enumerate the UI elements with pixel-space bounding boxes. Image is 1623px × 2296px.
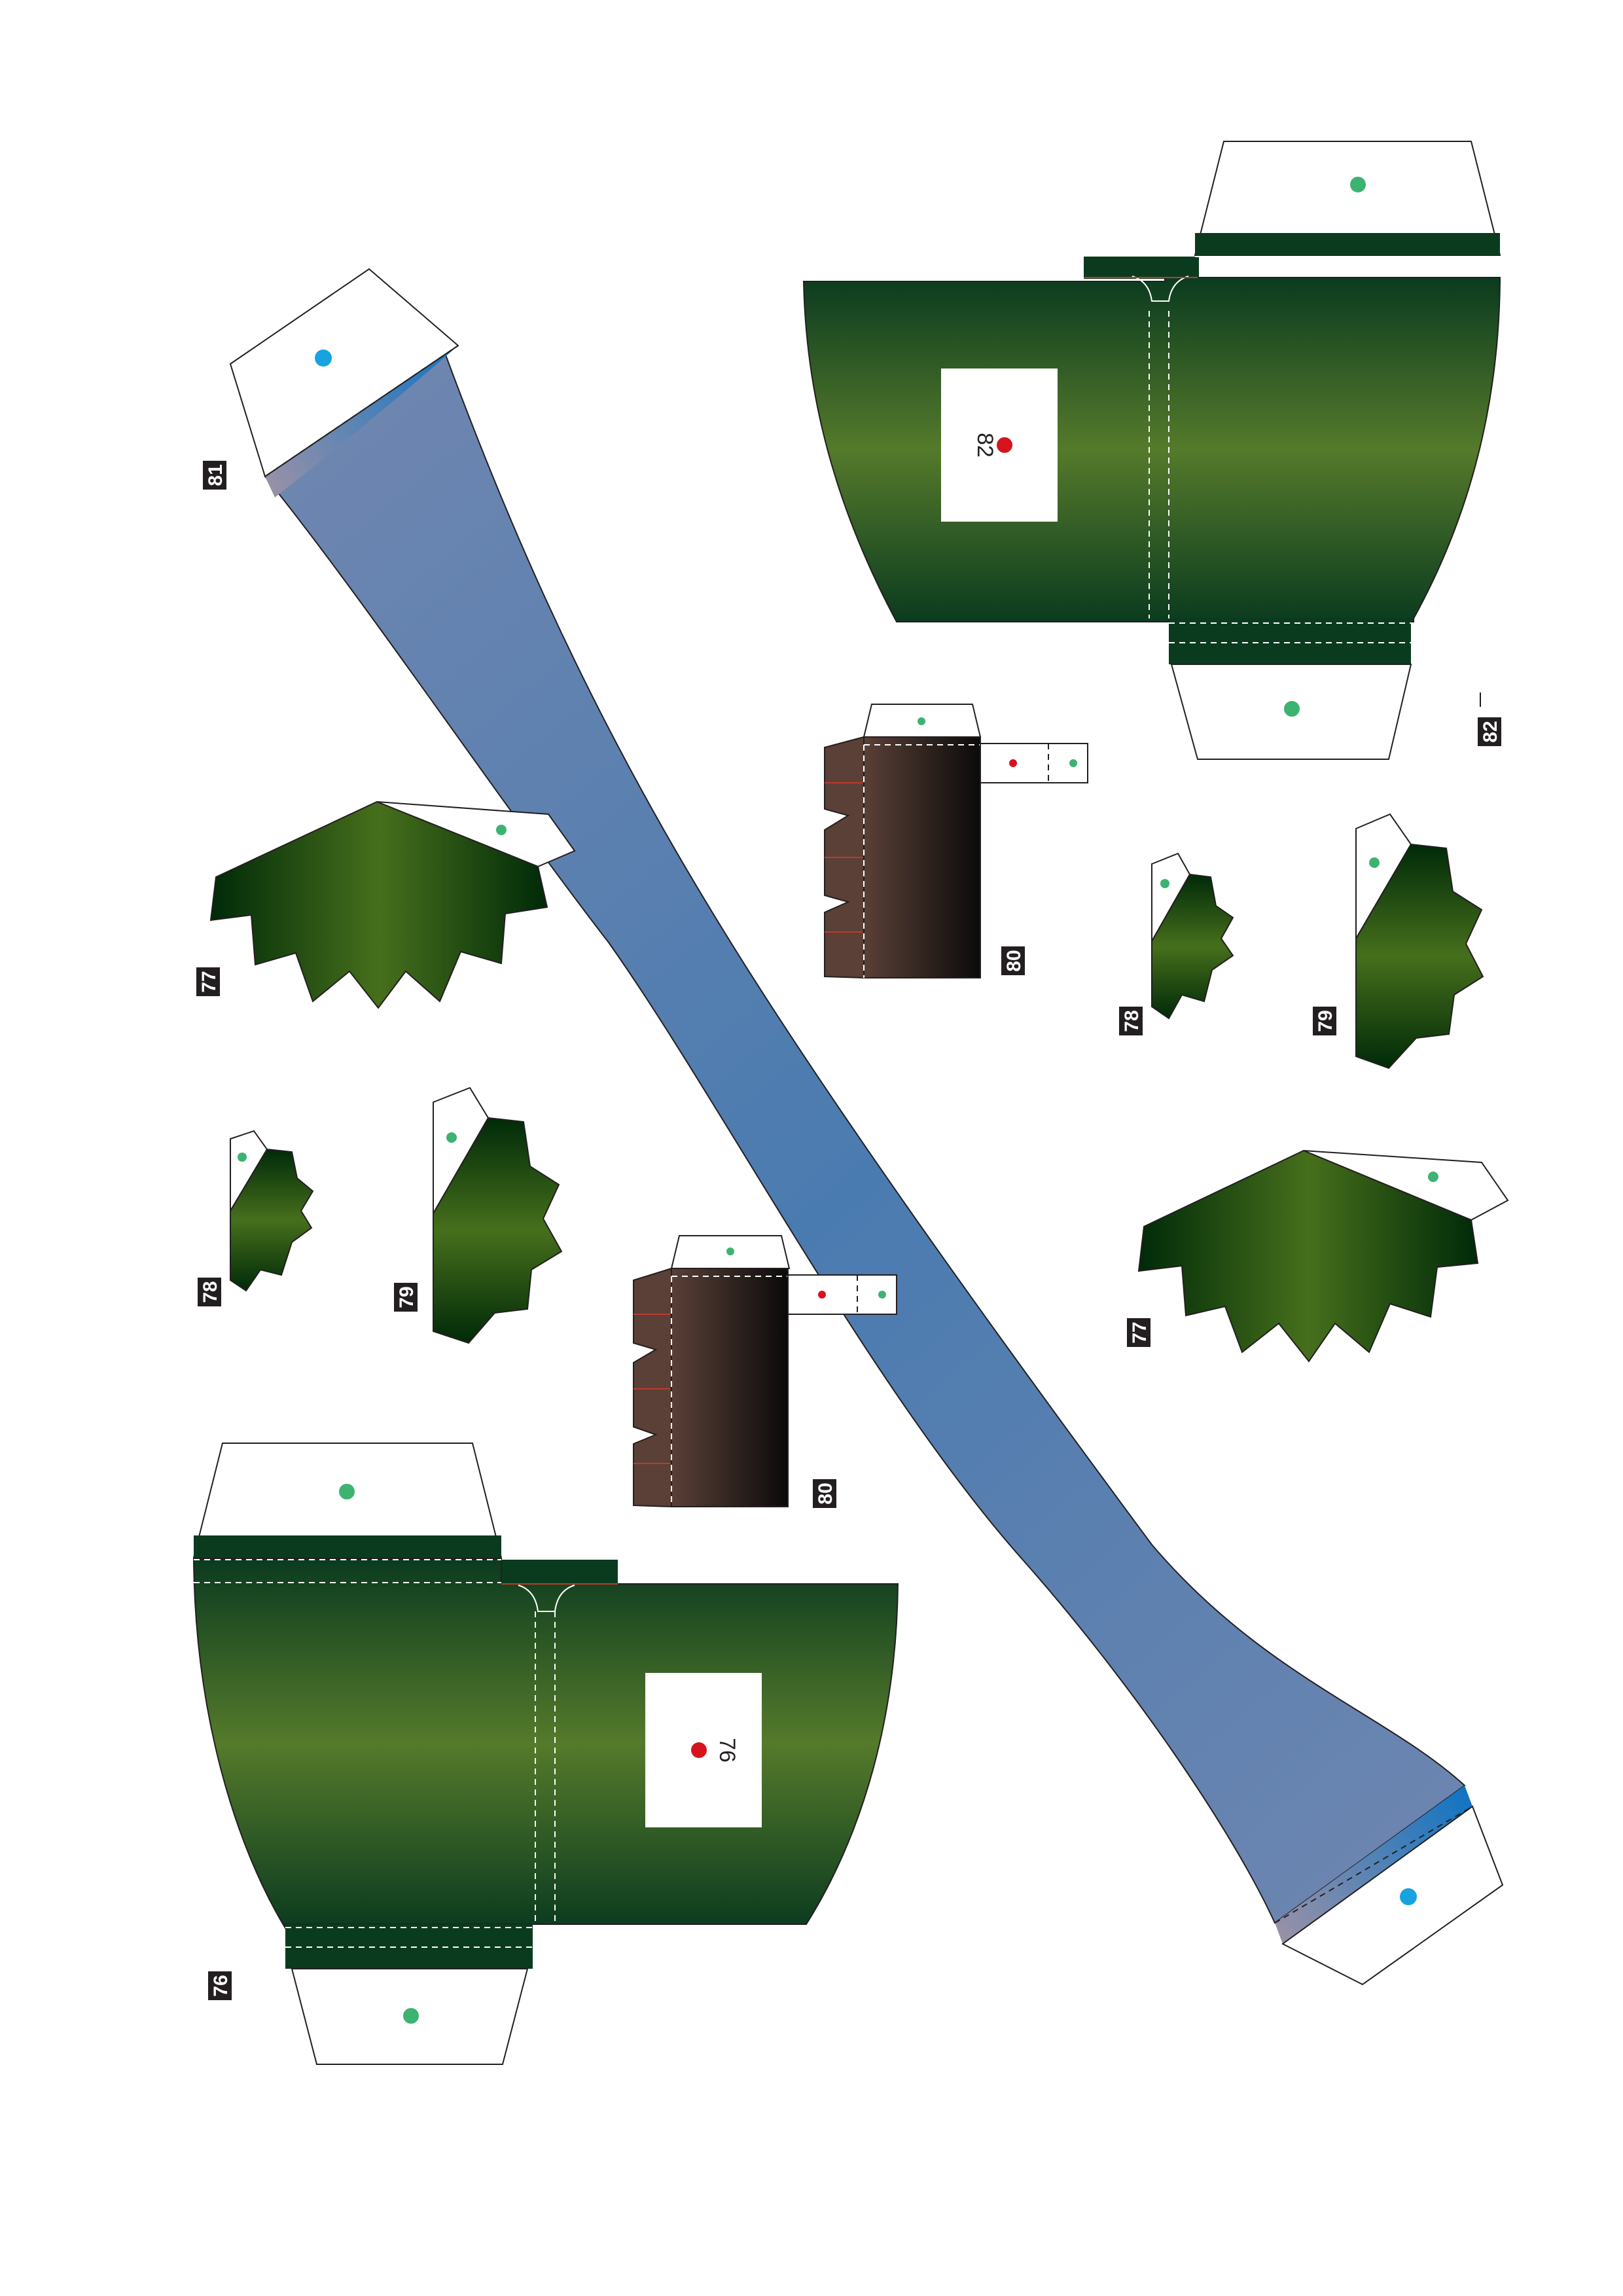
part-77-right: 77 xyxy=(1127,1149,1509,1363)
part-label-76: 76 xyxy=(210,1975,232,1996)
glue-dot-red-icon xyxy=(997,437,1012,453)
part-79-right-label: 79 xyxy=(1313,1007,1336,1035)
part-76: 76 76 xyxy=(192,1443,899,2065)
glue-dot-blue-icon xyxy=(1400,1888,1417,1905)
part-78-left: 78 xyxy=(198,1130,314,1306)
part-79-right: 79 xyxy=(1313,813,1484,1069)
glue-dot-green-icon xyxy=(238,1153,247,1162)
glue-dot-green-icon xyxy=(1284,701,1300,717)
part-76-window-label: 76 xyxy=(715,1738,740,1763)
part-81-fold-top xyxy=(264,345,459,477)
part-82-window-label: 82 xyxy=(972,433,997,457)
part-label-80: 80 xyxy=(815,1482,836,1504)
part-81-end-bottom xyxy=(1275,1785,1472,1944)
part-80-lower-label: 80 xyxy=(813,1479,836,1508)
part-label-80: 80 xyxy=(1003,950,1025,971)
part-82: 82 82 xyxy=(802,141,1501,760)
part-79-left-label: 79 xyxy=(394,1283,418,1312)
glue-dot-green-icon xyxy=(446,1132,457,1143)
glue-dot-green-icon xyxy=(726,1247,734,1255)
glue-dot-green-icon xyxy=(1069,759,1077,767)
part-77-left-leaf xyxy=(209,800,548,1009)
glue-dot-red-icon xyxy=(818,1291,826,1299)
part-label-82: 82 xyxy=(1480,721,1501,742)
part-79-left: 79 xyxy=(394,1086,563,1344)
part-77-right-label: 77 xyxy=(1127,1318,1150,1347)
part-label-77: 77 xyxy=(1129,1321,1150,1343)
glue-dot-red-icon xyxy=(691,1742,707,1758)
part-80-upper: 80 xyxy=(824,704,1088,979)
part-76-trunk-body xyxy=(192,1558,899,1931)
part-81: 81 xyxy=(203,268,1504,1986)
glue-dot-green-icon xyxy=(403,2008,419,2024)
glue-dot-green-icon xyxy=(1160,879,1169,888)
part-label-77: 77 xyxy=(198,971,220,992)
glue-dot-green-icon xyxy=(1350,177,1366,192)
part-82-label: 82 xyxy=(1478,717,1501,746)
part-77-left-label: 77 xyxy=(196,967,220,996)
glue-dot-blue-icon xyxy=(315,350,332,367)
part-81-strip xyxy=(264,331,1466,1924)
part-label-81: 81 xyxy=(205,464,226,486)
glue-dot-green-icon xyxy=(878,1291,886,1299)
glue-dot-green-icon xyxy=(1369,857,1380,868)
part-label-79: 79 xyxy=(1315,1010,1336,1031)
part-label-78: 78 xyxy=(1121,1010,1143,1031)
glue-dot-green-icon xyxy=(1428,1172,1438,1182)
part-76-label: 76 xyxy=(208,1971,232,2000)
part-80-lower: 80 xyxy=(633,1235,897,1508)
part-81-label: 81 xyxy=(203,461,226,490)
glue-dot-red-icon xyxy=(1009,759,1017,767)
part-label-78: 78 xyxy=(200,1281,221,1302)
part-79-left-leaf xyxy=(433,1117,563,1344)
glue-dot-green-icon xyxy=(339,1484,355,1499)
part-78-left-label: 78 xyxy=(198,1278,221,1306)
part-78-left-leaf xyxy=(230,1148,314,1292)
part-80-upper-label: 80 xyxy=(1001,946,1025,975)
part-78-right-label: 78 xyxy=(1119,1007,1143,1035)
part-label-79: 79 xyxy=(396,1286,418,1308)
part-81-glue-tab-bottom xyxy=(1281,1805,1504,1986)
part-79-right-leaf xyxy=(1355,843,1484,1069)
part-77-right-leaf xyxy=(1137,1149,1479,1363)
part-78-right: 78 xyxy=(1119,852,1234,1035)
glue-dot-green-icon xyxy=(496,825,507,835)
glue-dot-green-icon xyxy=(918,717,925,725)
part-77-left: 77 xyxy=(196,800,576,1009)
part-81-fold-bottom xyxy=(1274,1806,1473,1924)
part-82-trunk-body xyxy=(802,277,1501,622)
part-78-right-leaf xyxy=(1151,873,1234,1020)
